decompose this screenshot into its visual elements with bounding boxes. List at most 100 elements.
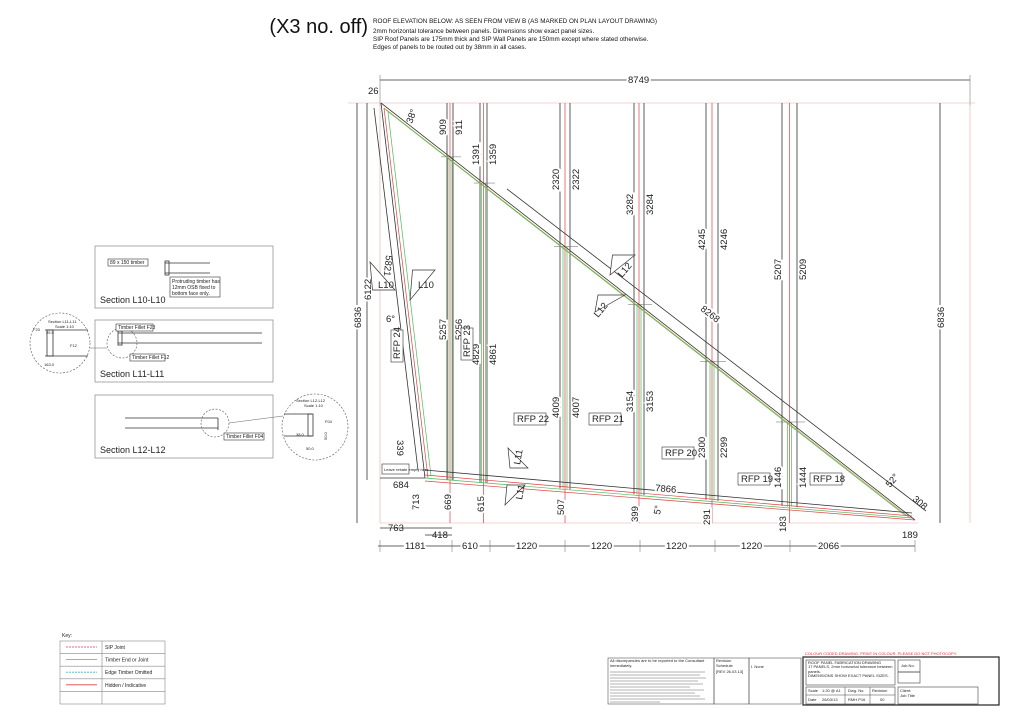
drawing-notes: 2mm horizontal tolerance between panels.… (373, 28, 648, 52)
panel-label: RFP 24 (390, 327, 404, 363)
dwg-no-label: Dwg. No. (848, 688, 864, 693)
misc-dim: 763 (388, 523, 404, 534)
top-dim: 3282 (625, 194, 636, 215)
detail-label: F04 (325, 419, 333, 424)
section-title: Section L11-L11 (100, 369, 164, 379)
section-marker-label: L10 (378, 280, 394, 291)
panel-label: RFP 23 (460, 325, 474, 361)
scale-label: Scale (808, 688, 819, 693)
section-marker-label: L11 (512, 449, 525, 466)
panel-name: RFP 19 (741, 474, 773, 485)
detail-title: Section L12-L12 (296, 398, 326, 403)
panel-label-box (588, 412, 622, 426)
panel-name: RFP 20 (665, 448, 697, 459)
overall-height-right-dim: 6836 (936, 307, 947, 328)
callout: 12mm OSB fixed to (172, 285, 216, 291)
left-angle-dim: 6° (386, 314, 395, 325)
section-title: Section L10-L10 (100, 295, 166, 305)
section-marker-triangle (609, 254, 636, 276)
base-dimension-ticks (379, 540, 916, 552)
detail-label: 50.0 (306, 446, 315, 451)
base-dim: 1220 (516, 541, 537, 552)
panel-label: RFP 22 (513, 412, 549, 426)
top-offset-dim: 26 (368, 86, 379, 97)
panel-label-box (390, 329, 404, 363)
revision-value: 00 (880, 697, 885, 702)
panel-joints (441, 103, 805, 523)
base-dim: 1220 (591, 541, 612, 552)
title-block: COLOUR CODED DRAWING. PRINT IN COLOUR. P… (607, 651, 1000, 706)
key-label: Hidden / Indicative (105, 683, 146, 689)
section-marker-triangle (507, 447, 529, 469)
roof-panel-outline (373, 102, 927, 521)
panel-label-box (737, 472, 771, 486)
description-line: ROOF PANEL FABRICATION DRAWING (808, 660, 882, 665)
misc-dim: 308 (910, 494, 929, 513)
top-dim: 2322 (571, 169, 582, 190)
top-dim: 5207 (773, 259, 784, 280)
section-marker-triangle (504, 484, 526, 506)
bottom-dim: 183 (778, 516, 789, 532)
revision-schedule-label: Revision Schedule (716, 658, 733, 668)
panel-name: RFP 23 (462, 325, 473, 357)
job-no-label: Job No. (901, 663, 915, 668)
detail-label: 38.0 (296, 432, 305, 437)
key-label: Edge Timber Omitted (105, 670, 152, 676)
panel-name: RFP 24 (392, 327, 403, 359)
print-warning: COLOUR CODED DRAWING. PRINT IN COLOUR. P… (805, 651, 957, 656)
key-label: Timber End or Joint (105, 658, 149, 664)
top-dim: 1359 (488, 144, 499, 165)
note-line: Edges of panels to be routed out by 38mm… (373, 44, 527, 51)
section-marker-triangle (594, 294, 627, 313)
panel-name: RFP 21 (592, 414, 624, 425)
panel-label-box (513, 412, 547, 426)
detail-title: Scale 1:10 (304, 403, 324, 408)
right-angle-dim: 52° (884, 472, 902, 490)
mid-dim: 5257 (438, 319, 449, 340)
detail-title: Scale 1:10 (55, 324, 75, 329)
panel-label-box (661, 446, 695, 460)
rebate-note: Leave rebate empty here (384, 467, 429, 472)
misc-dim: 339 (394, 440, 405, 456)
section-marker-label: L11 (514, 484, 527, 501)
panel-label-box (809, 472, 843, 486)
bottom-angle-dim: 5° (652, 504, 664, 515)
callout: bottom face only. (172, 291, 210, 297)
bottom-edge-dim: 7866 (655, 483, 677, 496)
callout: Timber Fillet F12 (132, 355, 170, 361)
top-dim: 2320 (551, 169, 562, 190)
detail-title: Section L11-L11 (48, 319, 77, 324)
section-title: Section L12-L12 (100, 445, 166, 455)
misc-dim: 684 (393, 480, 409, 491)
scale-value: 1:20 @ A1 (822, 688, 842, 693)
mid-dim: 3154 (625, 391, 636, 412)
section-marker-triangle (409, 269, 436, 302)
mid-dim: 2300 (697, 437, 708, 458)
top-angle-dim: 38° (404, 108, 419, 125)
notes-heading: All discrepancies are to be reported to … (610, 658, 705, 668)
callout: Timber Fillet F23 (118, 325, 156, 331)
mid-dim: 4009 (551, 397, 562, 418)
revision-entry: [REV 26.03.13] (716, 669, 743, 674)
callout: Protruding timber has (172, 279, 220, 285)
top-dim: 909 (438, 119, 449, 135)
bottom-dim: 291 (702, 509, 713, 525)
section-l10: 89 x 150 timber Protruding timber has 12… (94, 245, 274, 309)
overall-width-dim: 8749 (628, 75, 649, 86)
date-value: 26/03/13 (822, 697, 838, 702)
bottom-dim: 615 (476, 496, 487, 512)
callout: Timber Fillet F04 (226, 434, 264, 440)
bottom-dim: 507 (556, 499, 567, 515)
note-line: 2mm horizontal tolerance between panels.… (373, 28, 595, 35)
base-dim: 2066 (818, 541, 839, 552)
base-dim: 1181 (405, 541, 425, 552)
mid-dim: 3153 (645, 391, 656, 412)
base-dim: 1220 (741, 541, 762, 552)
mid-dim: 1446 (773, 467, 784, 488)
mid-dim: 2299 (719, 437, 730, 458)
